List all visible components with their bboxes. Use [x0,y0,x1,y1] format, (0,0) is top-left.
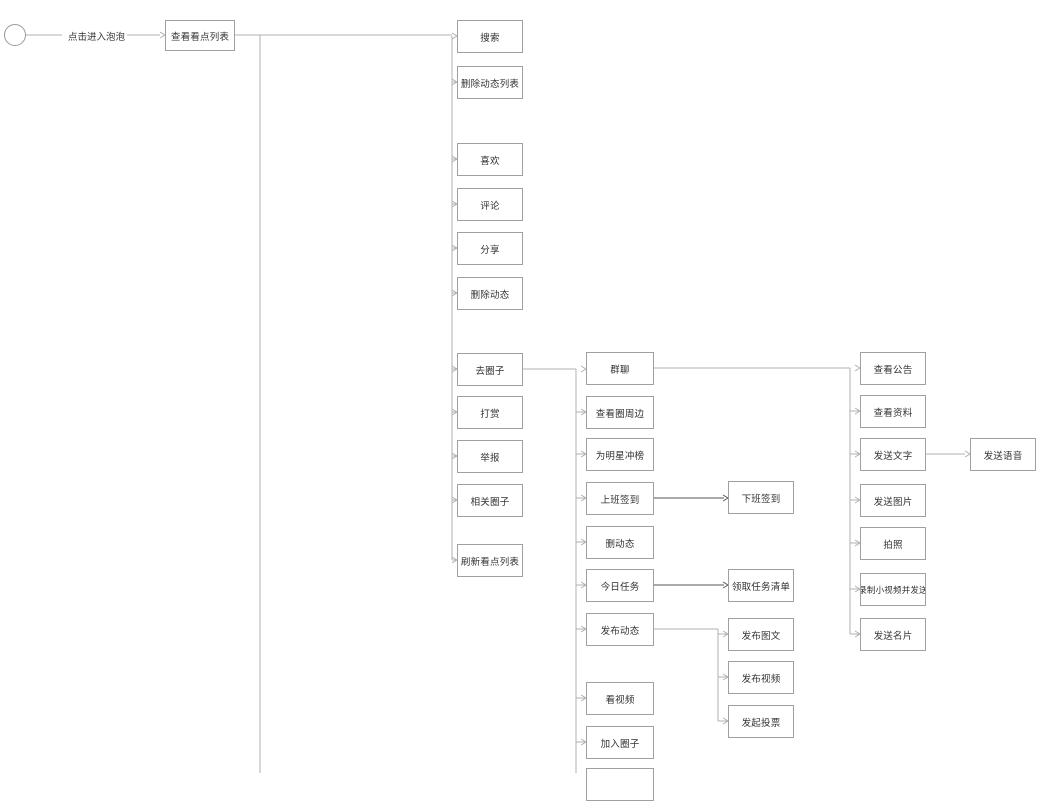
node-related-circles: 相关圈子 [457,484,523,517]
node-post-vote: 发起投票 [728,705,794,738]
node-checkout: 下班签到 [728,481,794,514]
node-search: 搜索 [457,20,523,53]
node-delete-feed: 删除动态 [457,277,523,310]
node-task-list: 领取任务清单 [728,569,794,602]
node-view-profile: 查看资料 [860,395,926,428]
node-view-notice: 查看公告 [860,352,926,385]
node-comment: 评论 [457,188,523,221]
node-join-circle: 加入圈子 [586,726,654,759]
node-group-chat: 群聊 [586,352,654,385]
node-share: 分享 [457,232,523,265]
start-node [4,24,26,46]
node-send-card: 发送名片 [860,618,926,651]
node-send-text: 发送文字 [860,438,926,471]
connector-lines [26,31,971,773]
node-watch-video: 看视频 [586,682,654,715]
node-delete-feed-list: 删除动态列表 [457,66,523,99]
flow-diagram: 点击进入泡泡 查看看点列表 搜索 删除动态列表 喜欢 评论 分享 删除动态 去圈… [4,20,1036,801]
node-refresh-feed: 刷新看点列表 [457,544,523,577]
node-take-photo: 拍照 [860,527,926,560]
node-publish-post: 发布动态 [586,613,654,646]
node-like: 喜欢 [457,143,523,176]
node-go-circle: 去圈子 [457,353,523,386]
node-circle-merch: 查看圈周边 [586,396,654,429]
node-record-video: 录制小视频并发送 [860,573,926,606]
node-report: 举报 [457,440,523,473]
node-tip: 打赏 [457,396,523,429]
node-checkin: 上班签到 [586,482,654,515]
node-delete-post: 删动态 [586,526,654,559]
node-send-image: 发送图片 [860,484,926,517]
start-edge-label: 点击进入泡泡 [66,29,128,43]
node-post-video: 发布视频 [728,661,794,694]
node-daily-task: 今日任务 [586,569,654,602]
node-post-image-text: 发布图文 [728,618,794,651]
node-star-ranking: 为明星冲榜 [586,438,654,471]
node-send-voice: 发送语音 [970,438,1036,471]
root-node: 查看看点列表 [165,20,235,51]
